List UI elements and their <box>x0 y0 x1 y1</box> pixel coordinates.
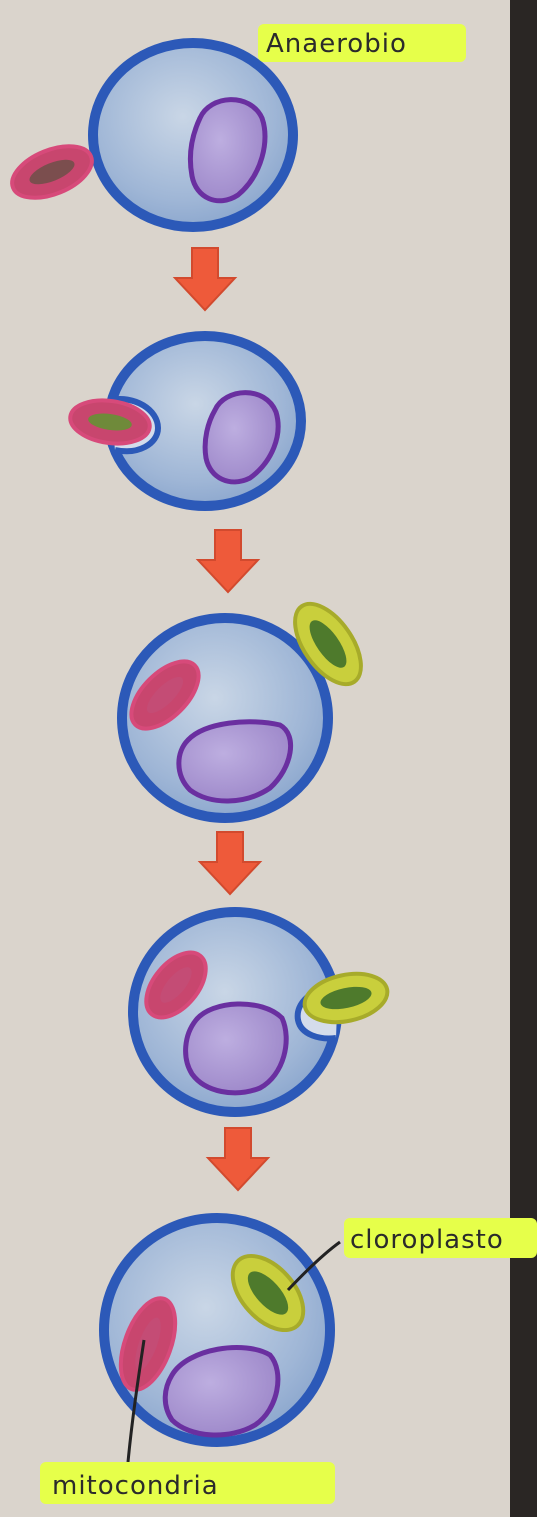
mitochondria-label: mitocondria <box>40 1462 335 1504</box>
top-label: Anaerobio <box>258 24 466 62</box>
nucleus <box>186 1004 287 1093</box>
stage-5 <box>104 1218 330 1442</box>
chloroplast-label: cloroplasto <box>344 1218 537 1258</box>
dark-right-edge <box>510 0 537 1517</box>
mitochondria-label-text: mitocondria <box>52 1471 219 1501</box>
top-label-text: Anaerobio <box>266 29 407 59</box>
chloroplast-label-text: cloroplasto <box>350 1225 504 1255</box>
